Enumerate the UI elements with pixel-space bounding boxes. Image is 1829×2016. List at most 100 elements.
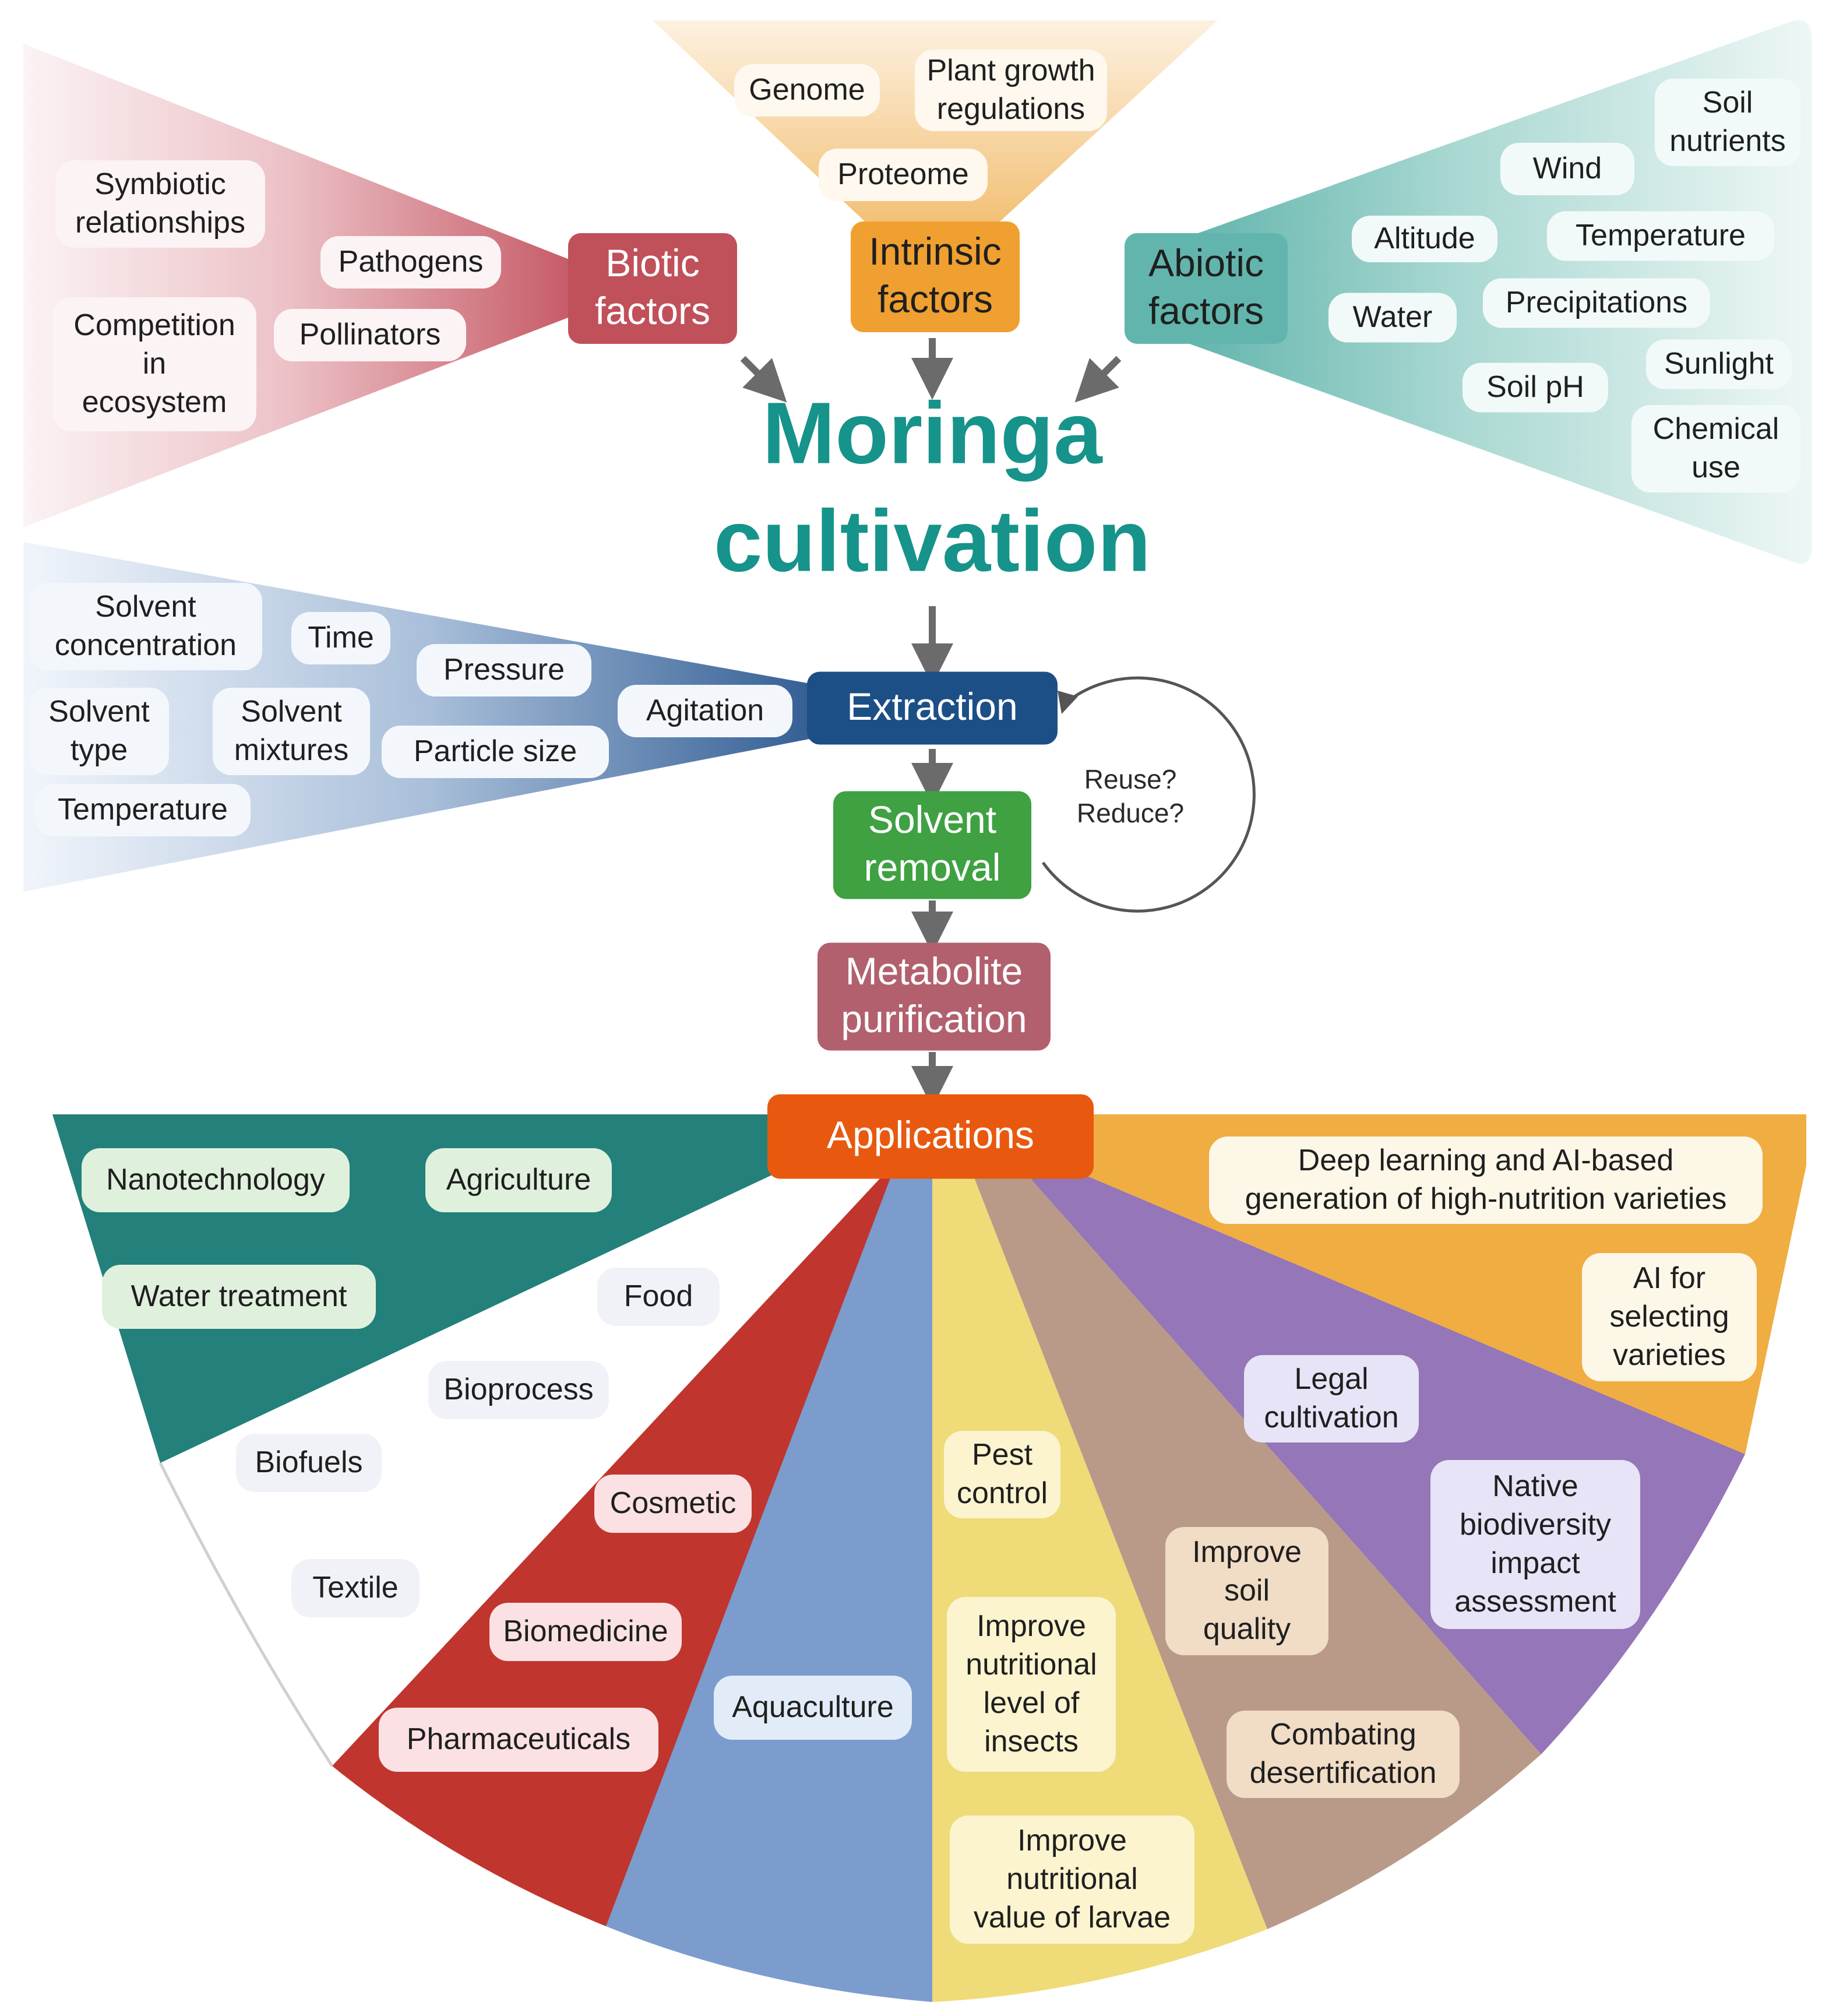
arrow-biotic-down: [740, 356, 787, 403]
abiotic-item-wind-label: Wind: [1533, 152, 1602, 185]
app-item-nanotechnology-label: Nanotechnology: [106, 1163, 325, 1197]
app-item-biomedicine-label: Biomedicine: [503, 1614, 668, 1648]
app-item-food-label: Food: [624, 1279, 693, 1313]
abiotic-item-sunlight-label: Sunlight: [1664, 347, 1774, 381]
intrinsic-item-genome-label: Genome: [749, 73, 865, 107]
app-item-biomedicine: Biomedicine: [489, 1603, 682, 1661]
app-item-larvae-box: [950, 1816, 1194, 1944]
extraction-item-agitation-box: [618, 685, 792, 737]
abiotic-item-precipitations-label: Precipitations: [1506, 286, 1687, 319]
biotic-item-pollinators: Pollinators: [274, 309, 466, 361]
metabolite-purification-node-box: [817, 942, 1051, 1051]
extraction-node-box: [807, 671, 1058, 745]
extraction-item-pressure: Pressure: [417, 644, 591, 696]
extraction-item-pressure-label: Pressure: [443, 653, 565, 687]
app-item-pest-control-box: [944, 1431, 1060, 1518]
extraction-item-agitation: Agitation: [618, 685, 792, 737]
app-item-food-box: [597, 1268, 720, 1326]
intrinsic-item-genome: Genome: [734, 64, 880, 117]
extraction-item-agitation-label: Agitation: [646, 694, 764, 727]
app-item-insects-box: [947, 1597, 1116, 1772]
app-item-agriculture-box: [425, 1148, 612, 1212]
app-item-agriculture-label: Agriculture: [446, 1163, 591, 1197]
biotic-factors-node-box: [568, 233, 737, 344]
app-item-pharmaceuticals: Pharmaceuticals: [379, 1708, 658, 1772]
app-item-biofuels-box: [236, 1434, 382, 1492]
abiotic-item-temperature-box: [1547, 211, 1774, 261]
app-item-cosmetic-box: [594, 1475, 752, 1533]
extraction-item-solvent-concentration-box: [29, 583, 262, 670]
abiotic-item-soil-ph: Soil pH: [1463, 363, 1608, 413]
app-item-aquaculture-label: Aquaculture: [732, 1690, 894, 1724]
applications-node: Applications: [767, 1094, 1094, 1179]
intrinsic-item-proteome: Proteome: [819, 149, 988, 201]
blue-sector-main: [606, 1160, 932, 2002]
white-sector-outline: [158, 1462, 334, 1767]
app-item-biodiversity-box: [1430, 1460, 1640, 1629]
app-item-food: Food: [597, 1268, 720, 1326]
app-item-aquaculture: Aquaculture: [714, 1676, 912, 1740]
extraction-item-time: Time: [291, 612, 390, 664]
abiotic-item-chemical-use-box: [1631, 405, 1800, 492]
app-item-pharmaceuticals-label: Pharmaceuticals: [407, 1722, 630, 1756]
abiotic-item-wind-box: [1500, 143, 1634, 195]
app-item-pharmaceuticals-box: [379, 1708, 658, 1772]
intrinsic-item-proteome-label: Proteome: [837, 157, 968, 191]
abiotic-item-precipitations-box: [1483, 278, 1710, 328]
abiotic-item-soil-nutrients-box: [1655, 79, 1800, 166]
extraction-item-solvent-type-box: [29, 688, 169, 775]
app-item-nanotechnology-box: [82, 1148, 350, 1212]
abiotic-item-water-label: Water: [1353, 300, 1433, 334]
biotic-item-competition-box: [52, 297, 256, 431]
extraction-item-time-label: Time: [308, 621, 374, 655]
recycle-loop-arrow: [1041, 676, 1256, 913]
app-item-nanotechnology: Nanotechnology: [82, 1148, 350, 1212]
extraction-node: Extraction: [807, 671, 1058, 745]
abiotic-item-wind: Wind: [1500, 143, 1634, 195]
arrow-abiotic-down: [1074, 356, 1122, 403]
intrinsic-item-proteome-box: [819, 149, 988, 201]
abiotic-item-precipitations: Precipitations: [1483, 278, 1710, 328]
intrinsic-factors-node-box: [851, 221, 1020, 332]
app-item-water-treatment-box: [102, 1265, 376, 1329]
title-line-1: Moringa: [762, 384, 1103, 482]
biotic-item-pathogens-label: Pathogens: [339, 245, 484, 279]
applications-node-box: [767, 1094, 1094, 1179]
title-line-2: cultivation: [714, 492, 1151, 590]
biotic-item-pollinators-label: Pollinators: [299, 318, 441, 351]
app-item-desertification-box: [1227, 1711, 1460, 1798]
app-item-legal-box: [1244, 1355, 1419, 1442]
